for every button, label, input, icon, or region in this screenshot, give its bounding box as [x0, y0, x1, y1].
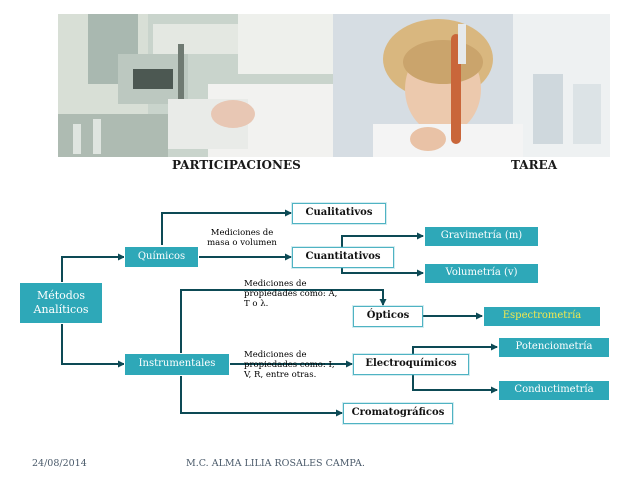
node-cromatograficos: Cromatográficos: [343, 403, 453, 424]
caption-participaciones: PARTICIPACIONES: [172, 158, 301, 172]
note-propiedades-optica: Mediciones de propiedades como: A, T o λ…: [244, 279, 338, 310]
node-quimicos: Químicos: [124, 246, 199, 268]
node-cualitativos: Cualitativos: [292, 203, 386, 224]
node-electroquimicos: Electroquímicos: [353, 354, 469, 375]
footer-author: M.C. ALMA LILIA ROSALES CAMPA.: [186, 458, 365, 469]
node-opticos: Ópticos: [353, 306, 423, 327]
note-masa-volumen: Mediciones de masa o volumen: [207, 228, 277, 249]
node-espectrometria: Espectrometría: [483, 306, 601, 327]
node-cuantitativos: Cuantitativos: [292, 247, 394, 268]
caption-tarea: TAREA: [511, 158, 558, 172]
node-instrumentales: Instrumentales: [124, 353, 230, 376]
node-volumetria: Volumetría (v): [424, 263, 539, 284]
node-conductimetria: Conductimetría: [498, 380, 610, 401]
node-metodos-analiticos: Métodos Analíticos: [19, 282, 103, 324]
node-potenciometria: Potenciometría: [498, 337, 610, 358]
footer-date: 24/08/2014: [32, 458, 87, 469]
note-propiedades-electro: Mediciones de propiedades como: I, V, R,…: [244, 350, 335, 381]
node-gravimetria: Gravimetría (m): [424, 226, 539, 247]
lab-photo-right: [333, 14, 610, 157]
lab-photo-left: [58, 14, 333, 157]
